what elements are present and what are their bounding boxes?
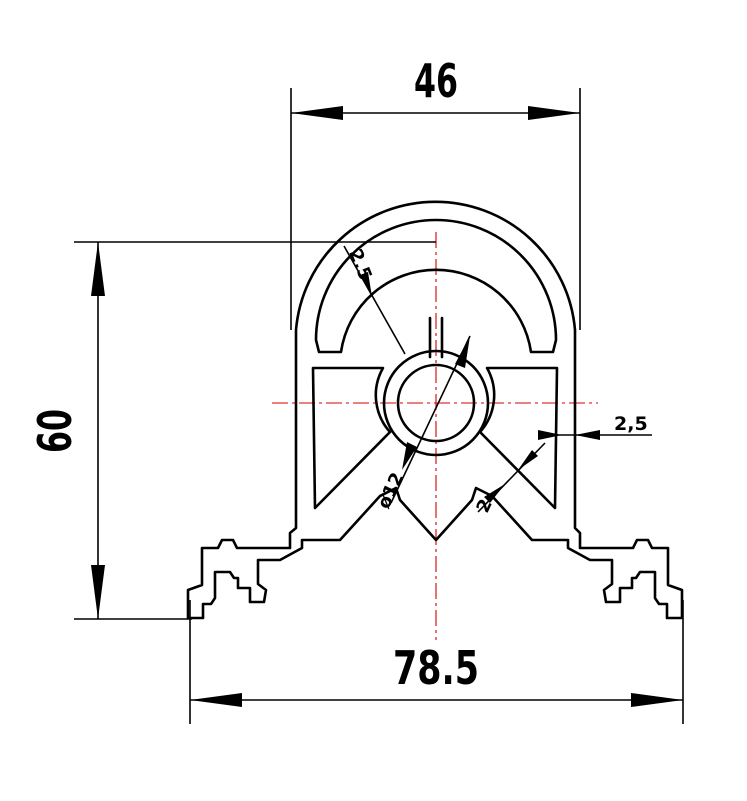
bore-arrow-top	[455, 336, 470, 368]
arc-cavity	[314, 218, 558, 354]
arrow-78-right	[631, 693, 683, 707]
rib-arrow-b	[484, 484, 505, 503]
dim-60-label: 60	[28, 409, 82, 453]
arrow-46-right	[528, 106, 580, 120]
side-wall-arrow-left	[538, 430, 562, 440]
dim-46-label: 46	[414, 54, 458, 108]
bore	[396, 363, 476, 443]
profile-outline	[186, 200, 684, 620]
bore-arrow-bottom	[402, 442, 417, 470]
arrow-60-bottom	[91, 565, 105, 619]
arc-wall-label: 2.5	[344, 246, 375, 283]
side-wall-arrow-right	[575, 430, 600, 440]
arc-wall-arrow	[360, 272, 372, 297]
central-boss	[382, 349, 490, 457]
side-wall-label: 2,5	[614, 413, 648, 435]
left-cavity	[311, 366, 392, 510]
arrow-46-left	[291, 106, 343, 120]
arc-wall-leader	[343, 245, 406, 355]
arrow-60-top	[91, 242, 105, 296]
arrow-78-left	[190, 693, 242, 707]
rib-arrow-a	[518, 450, 538, 470]
dim-78-label: 78.5	[393, 641, 479, 695]
